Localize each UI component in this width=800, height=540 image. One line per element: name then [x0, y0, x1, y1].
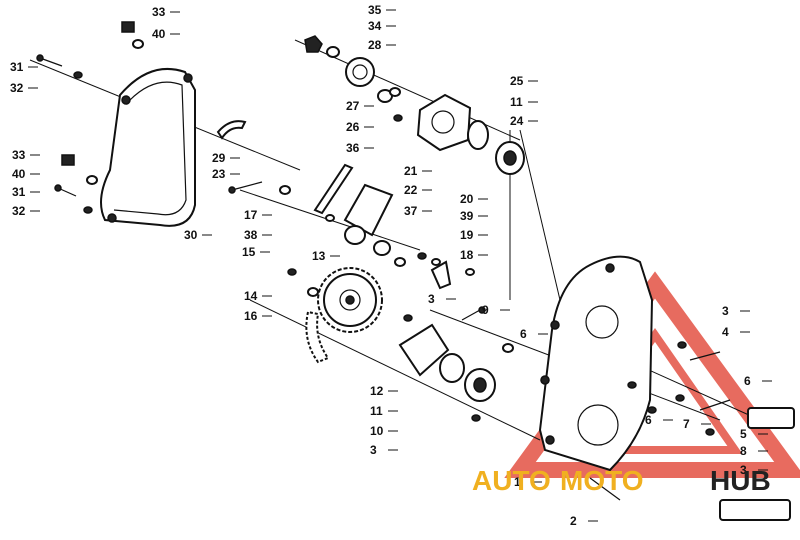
callout-label: 5 — [740, 427, 747, 441]
chain-case-cover — [100, 67, 196, 227]
fasteners-right — [627, 341, 731, 436]
callout-label: 36 — [346, 141, 360, 155]
callout-label: 33 — [152, 5, 166, 19]
callout-label: 12 — [370, 384, 384, 398]
callout-label: 34 — [368, 19, 382, 33]
callout-label: 6 — [520, 327, 527, 341]
callout-label: 40 — [12, 167, 26, 181]
callout-label: 19 — [460, 228, 474, 242]
chain-guide — [216, 120, 247, 140]
callout-label: 6 — [744, 374, 751, 388]
callout-label: 3 — [370, 443, 377, 457]
callout-label: 8 — [740, 444, 747, 458]
callout-label: 32 — [12, 204, 26, 218]
callout-label: 31 — [10, 60, 24, 74]
callout-label: 31 — [12, 185, 26, 199]
output-shafts — [589, 407, 795, 521]
callout-label: 16 — [244, 309, 258, 323]
watermark-text: AUTO MOTO HUB — [472, 465, 771, 496]
callout-label: 11 — [370, 404, 383, 418]
callout-label: 2 — [570, 514, 577, 528]
callout-label: 29 — [212, 151, 226, 165]
callout-label: 14 — [244, 289, 258, 303]
chain-case — [538, 255, 654, 472]
callout-label: 28 — [368, 38, 382, 52]
callout-label: 39 — [460, 209, 474, 223]
drive-sprocket — [287, 267, 383, 333]
callout-label: 6 — [645, 413, 652, 427]
lower-bearing-group — [398, 306, 514, 422]
callout-label: 4 — [722, 325, 729, 339]
callout-label: 30 — [184, 228, 198, 242]
callout-label: 24 — [510, 114, 524, 128]
svg-text:MOTO: MOTO — [560, 465, 643, 496]
callout-label: 7 — [683, 417, 690, 431]
callout-label: 3 — [740, 463, 747, 477]
callout-label: 23 — [212, 167, 226, 181]
callout-label: 11 — [510, 95, 523, 109]
callout-label: 3 — [428, 292, 435, 306]
callout-label: 18 — [460, 248, 474, 262]
callout-label: 33 — [12, 148, 26, 162]
drive-chain — [305, 310, 330, 364]
callout-label: 15 — [242, 245, 256, 259]
callout-label: 17 — [244, 208, 258, 222]
upper-sprocket-group — [304, 35, 403, 122]
callout-label: 10 — [370, 424, 384, 438]
callout-label: 32 — [10, 81, 24, 95]
svg-text:AUTO: AUTO — [472, 465, 551, 496]
callout-label: 40 — [152, 27, 166, 41]
upper-bearing-group — [416, 93, 525, 175]
callout-label: 38 — [244, 228, 258, 242]
fasteners-top-left — [36, 21, 144, 214]
callout-label: 21 — [404, 164, 418, 178]
svg-text:HUB: HUB — [710, 465, 771, 496]
callout-label: 35 — [368, 3, 382, 17]
callout-label: 37 — [404, 204, 418, 218]
callout-label: 25 — [510, 74, 524, 88]
callout-label: 27 — [346, 99, 360, 113]
callout-label: 20 — [460, 192, 474, 206]
callout-label: 22 — [404, 183, 418, 197]
callout-label: 1 — [514, 475, 521, 489]
tensioner-group — [228, 163, 475, 290]
callout-label: 9 — [482, 303, 489, 317]
callout-label: 26 — [346, 120, 360, 134]
callout-label: 3 — [722, 304, 729, 318]
callout-label: 13 — [312, 249, 326, 263]
callout-labels: 3340313235342825112427262923362122372039… — [10, 3, 772, 528]
